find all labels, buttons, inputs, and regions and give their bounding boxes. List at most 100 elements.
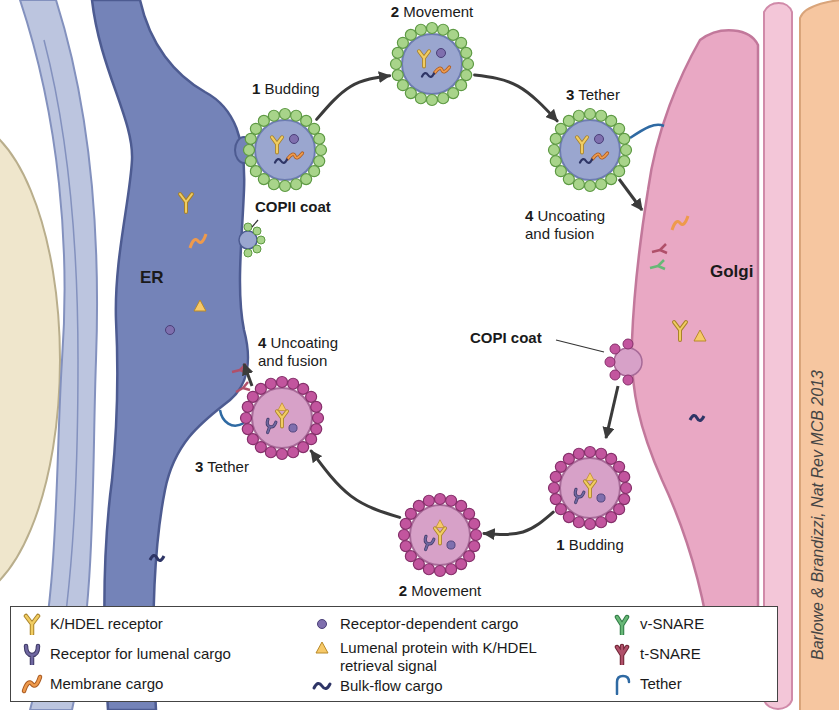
legend-text: t-SNARE [640,645,701,663]
rdc-symbol [597,494,605,502]
drawing-part [180,194,192,212]
legend-entry: Receptor for lumenal cargo [21,645,231,665]
coat-bead [405,551,416,562]
drawing-part [253,245,261,253]
coat-bead [405,29,416,40]
coat-bead [621,145,632,156]
drawing-part [580,159,592,163]
drawing-part [26,646,38,664]
coat-bead [291,110,302,121]
coat-bead [619,156,630,167]
coat-bead [258,174,269,185]
coat-bead [446,495,457,506]
drawing-part [277,411,287,426]
drawing-part [617,676,629,694]
coat-bead [563,453,574,464]
coat-bead [397,80,408,91]
coat-bead [563,512,574,523]
legend-symbol [611,673,633,695]
coat-bead [555,166,566,177]
lumenal-symbol [278,403,286,411]
er-snares [232,364,250,392]
drawing-part [694,330,706,341]
drawing-part [585,481,595,496]
legend-entry: Receptor-dependent cargo [311,615,518,635]
golgi-cargo [650,216,706,421]
er-membrane [92,0,248,710]
drawing-part [617,646,627,664]
coat-bead [400,541,411,552]
drawing-part [674,322,686,340]
copii-bud [239,223,265,257]
leader-line [556,340,604,352]
legend-entry: Tether [611,675,682,695]
khdel-symbol [435,528,445,543]
lumenal-symbol [436,520,444,528]
transport-vesicle: 2 Movement [396,491,484,579]
drawing-part [288,149,303,163]
coat-bead [438,93,449,104]
drawing-part [435,528,445,543]
coat-bead [438,24,449,35]
drawing-part [617,617,627,634]
organelle-label: Golgi [710,262,753,282]
lumenrec-symbol [264,419,276,434]
tether-line [220,410,244,426]
coat-bead [550,133,561,144]
coat-bead [391,59,402,70]
coat-beads [549,109,632,192]
transport-vesicle: 2 Movement [388,20,476,108]
legend-symbol [21,613,43,635]
vesicle-shape [546,444,634,532]
coat-bead [268,179,279,190]
coat-bead [573,179,584,190]
drawing-part [422,536,434,551]
coat-bead [606,115,617,126]
coat-bead [400,518,411,529]
nucleus [0,120,60,600]
legend-box: K/HDEL receptorReceptor for lumenal carg… [10,606,778,702]
coat-bead [606,453,617,464]
coat-bead [461,47,472,58]
legend-symbol [311,613,333,635]
budding-arrow [606,386,618,438]
legend-text: Receptor for lumenal cargo [50,645,231,663]
legend-text: Bulk-flow cargo [340,677,443,695]
drawing-part [244,223,252,231]
drawing-part [26,616,38,634]
coat-bead [301,115,312,126]
drawing-part [166,326,175,335]
coat-bead [314,156,325,167]
coat-bead [298,442,309,453]
coat-bead [288,378,299,389]
coat-bead [392,47,403,58]
coat-bead [316,145,327,156]
coat-bead [245,156,256,167]
coat-beads [391,23,474,106]
tsnare-symbol [617,646,627,664]
er-sheet-line [44,40,78,680]
coat-bead [415,24,426,35]
medial-cisterna [764,3,792,709]
coat-bead [596,448,607,459]
drawing-part [435,63,450,77]
legend-entry: Bulk-flow cargo [311,677,443,697]
coat-bead [456,559,467,570]
coat-bead [464,551,475,562]
coat-bead [606,512,617,523]
khdel-symbol [585,481,595,496]
membrane-symbol [288,149,303,163]
drawing-part [278,403,286,411]
coat-bead [448,88,459,99]
lumenrec-symbol [572,489,584,504]
fusion-arrow [619,179,642,210]
coat-label: COPII coat [255,198,331,216]
transport-arrow [484,512,553,534]
drawing-part [264,419,276,434]
drawing-part [577,137,587,152]
drawing-part [190,234,206,248]
step-heading: 1 Budding [556,536,624,554]
transport-arrow [317,76,390,120]
coat-bead [255,383,266,394]
